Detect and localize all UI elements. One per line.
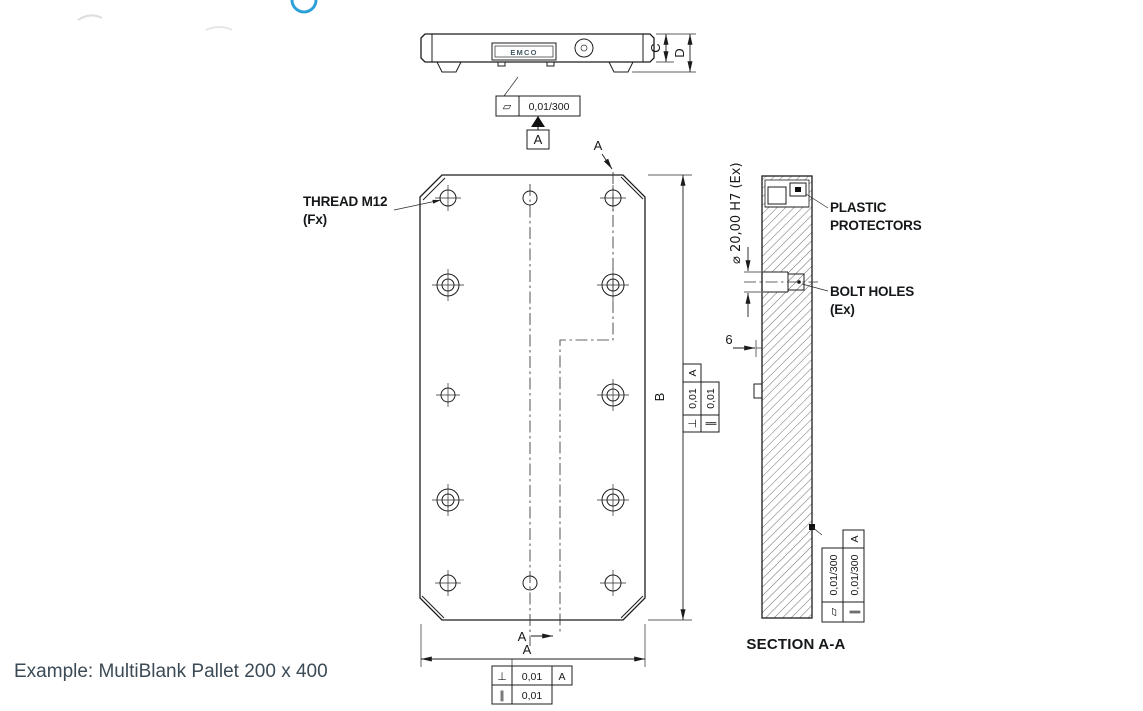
hole	[522, 575, 538, 591]
chamfer-edge	[620, 176, 644, 200]
bore-label: ⌀ 20,00 H7 (Ex)	[729, 162, 744, 264]
leader-line	[805, 193, 829, 209]
datum-ref: A	[558, 671, 565, 683]
tolerance-value: 0,01	[705, 388, 717, 409]
front-view-outline	[419, 174, 646, 621]
smudge	[205, 26, 233, 31]
flatness-icon: ▱	[827, 607, 840, 616]
plastic-protector-detail	[764, 179, 810, 208]
tab	[546, 61, 555, 67]
plastic-protectors-callout: PLASTIC PROTECTORS	[805, 193, 922, 233]
parallelism-icon: ∥	[499, 689, 505, 702]
tolerance-value: 0,01	[687, 388, 699, 409]
hole	[436, 383, 460, 407]
datum-a-label: A	[534, 132, 543, 147]
dim-d-label: D	[672, 48, 687, 57]
bolt-hole	[597, 269, 629, 301]
page-artifacts	[77, 0, 318, 31]
thread-callout: THREAD M12 (Fx)	[303, 194, 442, 227]
bolt-hole	[432, 484, 464, 516]
front-view: THREAD M12 (Fx) A A B ⊥ 0,01 A	[303, 138, 720, 705]
section-frame-leader	[809, 524, 823, 536]
parallelism-icon: ∥	[704, 421, 717, 427]
top-view-outline	[420, 33, 655, 63]
tab	[497, 61, 506, 67]
thread-hole	[600, 570, 626, 596]
bolt-hole	[597, 484, 629, 516]
dim-a: A	[420, 624, 646, 667]
logo-plaque	[491, 42, 557, 61]
section-cut-line	[559, 172, 614, 632]
flatness-callout: ▱ 0,01/300 A	[495, 76, 581, 150]
key-notch	[753, 383, 763, 399]
dim-b-label: B	[652, 393, 667, 402]
knob-circle-inner	[580, 44, 588, 52]
section-label-bottom: A	[518, 629, 527, 644]
logo-plaque-inner	[494, 45, 554, 58]
thread-hole	[600, 185, 626, 211]
leader-line	[801, 283, 829, 292]
wall-dim-label: 6	[725, 332, 732, 347]
plastic-label-line2: PROTECTORS	[830, 218, 922, 233]
chamfer-edge	[421, 595, 445, 619]
leader-line	[393, 199, 442, 211]
leader-line	[503, 76, 519, 97]
bolt-hole	[597, 379, 629, 411]
thread-hole	[435, 185, 461, 211]
datum-ref: A	[687, 369, 699, 376]
flatness-value: 0,01/300	[529, 101, 570, 113]
flatness-icon: ▱	[503, 100, 512, 113]
bolt-label-line2: (Ex)	[830, 302, 855, 317]
tolerance-value: 0,01/300	[849, 554, 861, 595]
bolt-hole	[432, 269, 464, 301]
section-arrow-bottom: A	[518, 629, 553, 644]
example-caption: Example: MultiBlank Pallet 200 x 400	[14, 661, 328, 682]
thread-hole	[435, 570, 461, 596]
bolt-holes-callout: BOLT HOLES (Ex)	[801, 283, 914, 317]
section-title: SECTION A-A	[746, 636, 845, 653]
datum-triangle-icon	[531, 116, 545, 127]
foot	[436, 61, 462, 73]
top-view: EMCO C D ▱ 0,01/300 A	[420, 33, 696, 150]
section-view: ⌀ 20,00 H7 (Ex) 6 PLASTIC PROTECTORS BOL…	[725, 162, 922, 653]
dim-a-label: A	[523, 642, 532, 657]
smudge	[77, 14, 103, 21]
knob-circle	[574, 38, 594, 58]
section-tolerance-frames: ▱ 0,01/300 ∥ 0,01/300 A	[821, 529, 865, 623]
section-bar	[761, 175, 813, 619]
parallelism-icon: ∥	[848, 609, 861, 615]
foot	[608, 61, 634, 73]
section-label-top: A	[594, 138, 603, 153]
chamfer-edge	[422, 177, 446, 201]
hole	[522, 190, 538, 206]
dim-c-d: C D	[632, 33, 696, 73]
dim-wall: 6	[725, 332, 763, 399]
thread-label-line2: (Fx)	[303, 212, 327, 227]
dim-c-label: C	[648, 43, 663, 52]
bottom-tolerance-frames: ⊥ 0,01 A ∥ 0,01	[491, 659, 573, 705]
tolerance-value: 0,01/300	[828, 554, 840, 595]
chamfer-edge	[620, 595, 644, 619]
side-tolerance-frames: ⊥ 0,01 A ∥ 0,01	[682, 363, 720, 433]
datum-ref: A	[849, 535, 861, 542]
brand-logo-text: EMCO	[510, 48, 537, 57]
perpendicularity-icon: ⊥	[497, 670, 507, 683]
tolerance-value: 0,01	[522, 690, 543, 702]
bolt-label-line1: BOLT HOLES	[830, 284, 914, 299]
bolt-hole-detail	[744, 271, 818, 293]
tolerance-value: 0,01	[522, 671, 543, 683]
datum-box	[526, 129, 550, 150]
blue-logo-arc	[290, 0, 318, 14]
section-arrow-top: A	[594, 138, 613, 170]
perpendicularity-icon: ⊥	[686, 419, 699, 429]
thread-label-line1: THREAD M12	[303, 194, 387, 209]
plastic-label-line1: PLASTIC	[830, 200, 887, 215]
dim-bore: ⌀ 20,00 H7 (Ex)	[729, 162, 761, 317]
